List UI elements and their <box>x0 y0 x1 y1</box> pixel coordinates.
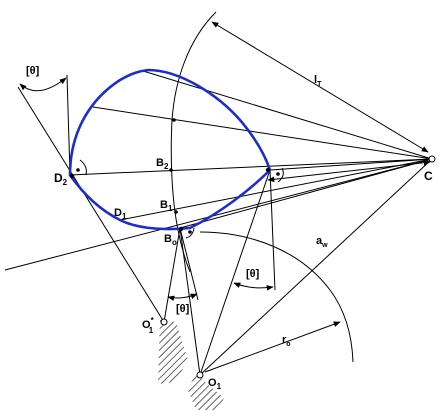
label-B2: B2 <box>156 157 169 171</box>
line-right-O1 <box>199 169 271 376</box>
outer-arc <box>199 231 354 363</box>
ro-dimension-arrow <box>204 321 341 373</box>
pitch-arc <box>170 11 217 273</box>
right-angle-D2 <box>79 159 87 176</box>
point-B1 <box>174 210 178 214</box>
label-theta-bottom: [θ] <box>176 303 190 315</box>
lT-dimension-arrow <box>211 21 429 153</box>
hatch-block-left <box>158 320 188 384</box>
right-angle-dot-right <box>276 172 280 176</box>
point-right-vertex <box>265 167 271 173</box>
theta-arc-bottom <box>167 293 198 302</box>
right-angle-dot-Bo <box>188 230 192 234</box>
line-Bo-O1 <box>179 227 201 376</box>
right-angle-Bo <box>185 227 195 239</box>
label-Bo: Bo <box>164 233 177 247</box>
theta-arc-right <box>233 282 274 291</box>
point-B2 <box>169 168 173 172</box>
point-pitch-1 <box>172 118 176 122</box>
label-O1star: O*1 <box>142 316 155 335</box>
point-O1star <box>160 318 168 326</box>
right-angle-right <box>277 167 284 183</box>
label-D1: D1 <box>114 207 127 221</box>
right-angle-dot-D2 <box>76 168 80 172</box>
label-D2: D2 <box>54 171 68 187</box>
line-Bo-ray <box>179 227 199 301</box>
hatch-block-right <box>188 372 224 410</box>
line-C-top <box>142 70 433 160</box>
point-D2 <box>69 173 75 179</box>
cam-profile-curve <box>68 68 272 231</box>
label-aw: aw <box>316 235 328 249</box>
point-Bo <box>178 226 184 232</box>
label-C: C <box>424 169 433 183</box>
label-O1: O1 <box>208 377 222 391</box>
line-D2-O1star <box>17 86 165 323</box>
point-O1 <box>196 371 204 379</box>
label-theta-right: [θ] <box>246 268 260 280</box>
label-theta-top-left: [θ] <box>26 65 40 77</box>
aw-dimension-arrow <box>267 159 431 183</box>
line-C-Bo <box>179 158 433 229</box>
line-vertical-top-left <box>66 74 71 176</box>
label-B1: B1 <box>160 199 173 213</box>
point-C <box>428 155 436 163</box>
line-C-O1 <box>199 158 433 376</box>
label-ro: ro <box>282 334 291 348</box>
line-vertical-right <box>269 169 276 291</box>
theta-arc-top-left <box>19 77 67 92</box>
line-Bo-O1star <box>163 227 181 323</box>
label-lT: lT <box>314 74 322 88</box>
